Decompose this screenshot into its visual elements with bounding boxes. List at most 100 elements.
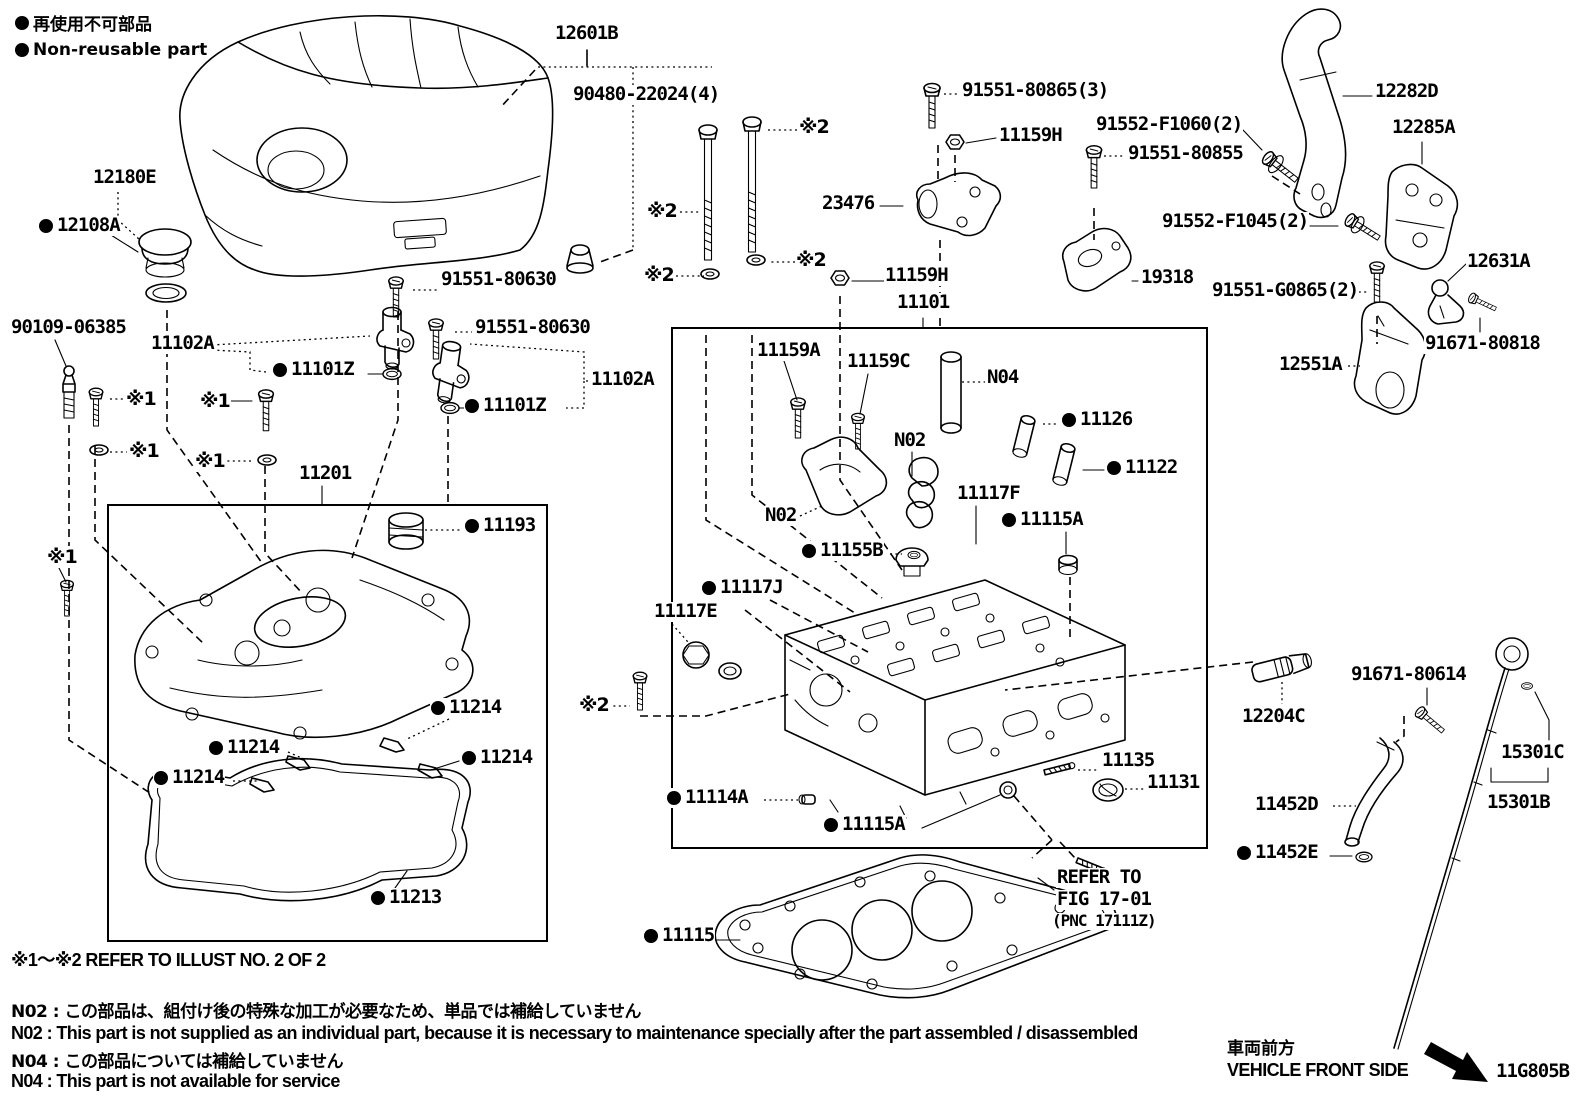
ref-marker-1-c: ※1 [128, 440, 160, 462]
bracket-23476-drawing [915, 172, 1002, 237]
oil-filler-cap-drawing [138, 228, 192, 303]
part-label-11159C: 11159C [846, 350, 911, 372]
bracket-12285A-drawing [1384, 163, 1459, 270]
bracket-12551A-drawing [1353, 301, 1427, 415]
plug-11114A-drawing [798, 794, 816, 805]
engine-cover-drawing [179, 14, 554, 277]
part-label-90480-22024: 90480-22024(4) [572, 83, 720, 105]
ref-marker-2-e: ※2 [578, 694, 610, 716]
valve-12631A-drawing [1427, 279, 1465, 325]
part-label-12204C: 12204C [1241, 705, 1306, 727]
footnote-ref-illust: ※1～※2 REFER TO ILLUST NO. 2 OF 2 [10, 946, 327, 972]
footnote-n02-jp: N02 : この部品は、組付け後の特殊な加工が必要なため、単品では補給していませ… [10, 997, 642, 1022]
part-label-11214-4: 11214 [153, 767, 225, 788]
part-label-23476: 23476 [821, 192, 875, 214]
non-reusable-dot-icon [15, 15, 29, 30]
part-label-91551-80630-1: 91551-80630 [440, 268, 557, 290]
part-label-12282D: 12282D [1374, 80, 1439, 102]
ref-marker-2-d: ※2 [795, 249, 827, 271]
part-label-N04: N04 [986, 366, 1019, 388]
vehicle-front-jp: 車両前方 [1226, 1034, 1296, 1059]
part-label-11214-1: 11214 [430, 697, 502, 718]
part-label-11155B: 11155B [801, 540, 884, 561]
part-label-12601B: 12601B [554, 22, 619, 44]
seal-11131-drawing [1092, 778, 1124, 802]
part-label-19318: 19318 [1140, 266, 1194, 288]
ref-marker-2-b: ※2 [646, 200, 678, 222]
cylinder-head-box [671, 327, 1208, 849]
ref-marker-1-a: ※1 [125, 388, 157, 410]
cap-11193-drawing [388, 512, 424, 550]
part-label-12285A: 12285A [1391, 116, 1456, 138]
refer-fig-line3: (PNC 17111Z) [1051, 911, 1157, 930]
part-label-11201: 11201 [298, 462, 352, 484]
part-label-91551-80855: 91551-80855 [1127, 142, 1244, 164]
gasket-11213-drawing [144, 757, 471, 902]
valve-cover-box [107, 504, 548, 942]
non-reusable-dot-icon [15, 43, 29, 57]
head-gasket-drawing [714, 853, 1117, 999]
non-reusable-dot-icon [371, 890, 385, 905]
part-label-91552-F1045: 91552-F1045(2) [1161, 210, 1309, 232]
part-label-91551-G0865: 91551-G0865(2) [1211, 279, 1359, 301]
part-label-11159H-2: 11159H [884, 264, 949, 286]
non-reusable-dot-icon [273, 362, 287, 377]
legend-non-reusable-en: Non-reusable part [14, 40, 209, 60]
part-label-11115A-2: 11115A [823, 814, 906, 835]
refer-fig-line2: FIG 17-01 [1056, 888, 1152, 910]
engine-hanger-12282D-drawing [1281, 8, 1347, 219]
footnote-n02-en: N02 : This part is not supplied as an in… [10, 1023, 1139, 1044]
non-reusable-dot-icon [462, 750, 476, 765]
part-label-11131: 11131 [1146, 771, 1200, 793]
non-reusable-dot-icon [465, 398, 479, 413]
valve-cover-drawing [134, 549, 474, 740]
non-reusable-dot-icon [431, 700, 445, 715]
footnote-n04-en: N04 : This part is not available for ser… [10, 1071, 341, 1092]
plug-11117F-drawing [895, 547, 929, 577]
part-label-11117F: 11117F [956, 482, 1021, 504]
ref-marker-1-e: ※1 [46, 546, 78, 568]
ref-marker-1-d: ※1 [194, 450, 226, 472]
non-reusable-dot-icon [802, 543, 816, 558]
stud-90109-drawing [62, 365, 76, 419]
part-label-N02-1: N02 [893, 429, 926, 451]
non-reusable-dot-icon [1062, 412, 1076, 427]
part-label-15301C: 15301C [1500, 741, 1565, 763]
non-reusable-dot-icon [465, 518, 479, 533]
figure-code: 11G805B [1495, 1060, 1570, 1082]
part-label-91671-80614: 91671-80614 [1350, 663, 1467, 685]
part-label-11101: 11101 [896, 291, 950, 313]
refer-fig-line1: REFER TO [1056, 866, 1142, 888]
non-reusable-dot-icon [702, 580, 716, 595]
part-label-11159H-1: 11159H [998, 124, 1063, 146]
part-label-11101Z-1: 11101Z [272, 359, 355, 380]
part-label-11102A-2: 11102A [590, 368, 655, 390]
cover-grommet-drawing [566, 244, 594, 274]
part-label-N02-2: N02 [764, 504, 797, 526]
part-label-11126: 11126 [1061, 409, 1133, 430]
ref-marker-2-a: ※2 [798, 116, 830, 138]
plug-11117E-drawing [682, 641, 742, 680]
non-reusable-dot-icon [667, 790, 681, 805]
part-label-11159A: 11159A [756, 339, 821, 361]
non-reusable-dot-icon [154, 770, 168, 785]
part-label-11101Z-2: 11101Z [464, 395, 547, 416]
part-label-11115A-1: 11115A [1001, 509, 1084, 530]
part-label-11452E: 11452E [1236, 842, 1319, 863]
non-reusable-dot-icon [644, 928, 658, 943]
vehicle-front-en: VEHICLE FRONT SIDE [1226, 1060, 1410, 1081]
part-label-91552-F1060: 91552-F1060(2) [1095, 113, 1243, 135]
part-label-11122: 11122 [1106, 457, 1178, 478]
footnote-n04-jp: N04 : この部品については補給していません [10, 1047, 345, 1072]
bracket-19318-drawing [1061, 227, 1132, 292]
part-label-11102A-1: 11102A [150, 332, 215, 354]
part-label-11117J: 11117J [701, 577, 784, 598]
part-label-12180E: 12180E [92, 166, 157, 188]
part-label-11214-3: 11214 [461, 747, 533, 768]
cam-sensor-drawing [376, 306, 475, 407]
ref-marker-1-b: ※1 [199, 390, 231, 412]
part-label-11117E: 11117E [653, 600, 718, 622]
leader-lines [54, 49, 1550, 941]
